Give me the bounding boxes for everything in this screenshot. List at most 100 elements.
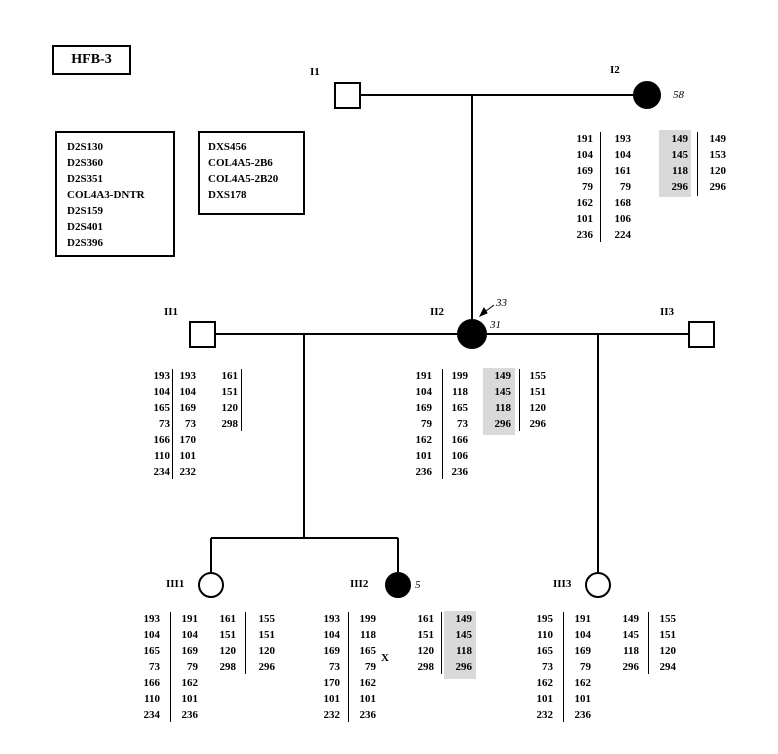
allele-value: 110 [154, 450, 170, 462]
allele-value: 169 [576, 165, 594, 177]
shaded-haplotype-II2 [483, 368, 515, 435]
allele-value: 298 [219, 661, 237, 673]
separator [600, 132, 601, 242]
allele-value: 232 [179, 466, 197, 478]
allele-value: 191 [415, 370, 433, 382]
separator [648, 612, 649, 674]
allele-value: 193 [614, 133, 632, 145]
allele-value: 104 [614, 149, 632, 161]
age-III2: 5 [415, 579, 421, 591]
marker-name: DXS456 [208, 141, 247, 153]
marker-name: DXS178 [208, 189, 247, 201]
symbol-III1 [198, 572, 224, 598]
allele-value: 104 [415, 386, 433, 398]
allele-value: 232 [323, 709, 341, 721]
separator [348, 612, 349, 722]
symbol-II2 [457, 319, 487, 349]
allele-value: 199 [451, 370, 469, 382]
allele-value: 104 [574, 629, 592, 641]
allele-value: 165 [143, 645, 161, 657]
allele-value: 162 [181, 677, 199, 689]
allele-value: 149 [671, 133, 689, 145]
allele-value: 101 [359, 693, 377, 705]
label-II1: II1 [164, 306, 179, 318]
allele-value: 79 [582, 181, 593, 193]
allele-value: 104 [179, 386, 197, 398]
allele-value: 296 [258, 661, 276, 673]
allele-value: 161 [417, 613, 435, 625]
proband-arrow [478, 304, 495, 317]
symbol-II3 [688, 321, 715, 348]
allele-value: 161 [221, 370, 239, 382]
allele-value: 73 [329, 661, 340, 673]
allele-value: 193 [179, 370, 197, 382]
allele-value: 296 [455, 661, 473, 673]
marker-name: D2S360 [67, 157, 104, 169]
allele-value: 101 [536, 693, 554, 705]
allele-value: 73 [149, 661, 160, 673]
separator [170, 612, 171, 722]
label-I2: I2 [610, 64, 620, 76]
allele-value: 73 [185, 418, 196, 430]
allele-value: 153 [709, 149, 727, 161]
allele-value: 232 [536, 709, 554, 721]
allele-value: 101 [576, 213, 594, 225]
separator [172, 369, 173, 479]
allele-value: 149 [455, 613, 473, 625]
allele-value: 193 [143, 613, 161, 625]
age-II2: 31 [490, 319, 501, 331]
symbol-II1 [189, 321, 216, 348]
allele-value: 104 [323, 629, 341, 641]
allele-value: 236 [415, 466, 433, 478]
allele-value: 169 [415, 402, 433, 414]
allele-value: 224 [614, 229, 632, 241]
allele-value: 199 [359, 613, 377, 625]
allele-value: 101 [181, 693, 199, 705]
allele-value: 236 [181, 709, 199, 721]
allele-value: 145 [494, 386, 512, 398]
allele-value: 151 [221, 386, 239, 398]
allele-value: 118 [672, 165, 688, 177]
allele-value: 155 [529, 370, 547, 382]
allele-value: 191 [181, 613, 199, 625]
allele-value: 151 [659, 629, 677, 641]
allele-value: 110 [144, 693, 160, 705]
allele-value: 151 [529, 386, 547, 398]
allele-value: 106 [614, 213, 632, 225]
label-I1: I1 [310, 66, 320, 78]
marker-name: D2S351 [67, 173, 104, 185]
allele-value: 165 [153, 402, 171, 414]
allele-value: 110 [537, 629, 553, 641]
marker-legend-chrX: DXS456 COL4A5-2B6 COL4A5-2B20 DXS178 [198, 131, 305, 215]
marker-name: D2S401 [67, 221, 104, 233]
allele-value: 149 [494, 370, 512, 382]
allele-value: 104 [143, 629, 161, 641]
allele-value: 236 [576, 229, 594, 241]
allele-value: 191 [574, 613, 592, 625]
allele-value: 236 [574, 709, 592, 721]
allele-value: 120 [659, 645, 677, 657]
allele-value: 155 [258, 613, 276, 625]
separator [441, 612, 442, 674]
allele-value: 120 [417, 645, 435, 657]
allele-value: 162 [574, 677, 592, 689]
allele-value: 195 [536, 613, 554, 625]
allele-value: 296 [494, 418, 512, 430]
allele-value: 236 [451, 466, 469, 478]
allele-value: 120 [529, 402, 547, 414]
label-III3: III3 [553, 578, 572, 590]
separator [442, 369, 443, 479]
separator [697, 132, 698, 196]
